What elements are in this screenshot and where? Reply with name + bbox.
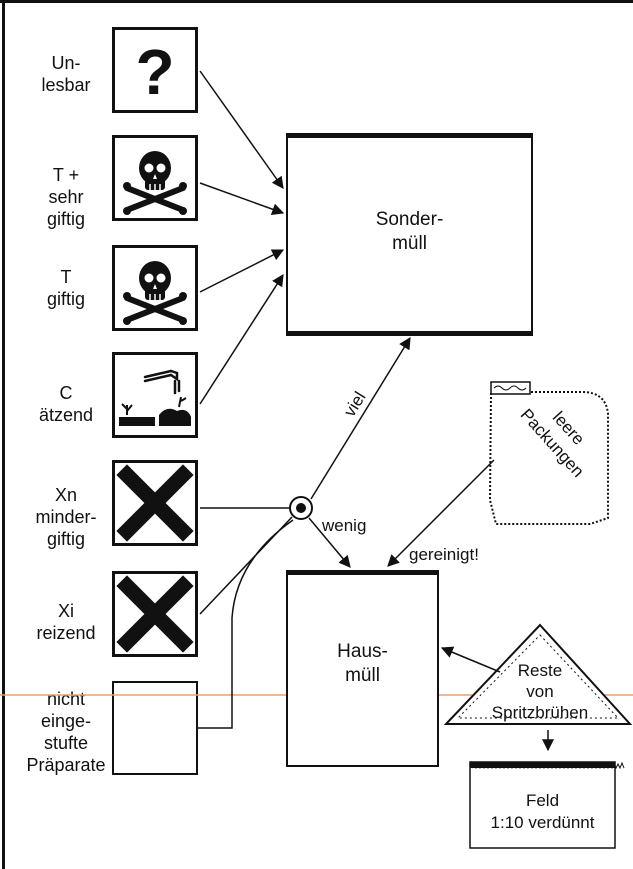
label-xn-code: Xn (54, 485, 78, 505)
label-t-code: T (60, 267, 72, 287)
label-unlesbar: Un- lesbar (14, 52, 118, 96)
label-c-text: ätzend (38, 405, 94, 425)
hausmuell-box (286, 570, 439, 767)
st-andrews-cross-icon (112, 460, 198, 546)
feld-box (469, 761, 616, 849)
label-t: T giftig (14, 266, 118, 310)
label-c: C ätzend (14, 382, 118, 426)
question-mark-icon: ? (112, 27, 198, 113)
top-border (0, 0, 633, 3)
gereinigt-label-text: gereinigt! (409, 545, 479, 564)
wenig-label-text: wenig (322, 516, 367, 535)
hausmuell-label-text: Haus- müll (337, 641, 388, 686)
label-xi: Xi reizend (14, 600, 118, 644)
sondermuell-label: Sonder- müll (287, 208, 532, 256)
sondermuell-label-text: Sonder- müll (375, 209, 444, 254)
label-nicht-eingestuft-text: nicht einge- stufte Präparate (26, 689, 106, 775)
st-andrews-cross-icon (112, 571, 198, 657)
label-xn-text: minder- giftig (35, 507, 97, 549)
label-t-plus-code: T + (52, 165, 80, 185)
spritzbruehe-label: Reste von Spritzbrühen (477, 660, 603, 723)
wenig-label: wenig (322, 516, 366, 536)
sondermuell-box (286, 133, 533, 336)
corrosion-icon (112, 352, 198, 438)
skull-crossbones-icon (112, 135, 198, 221)
label-c-code: C (59, 383, 73, 403)
label-nicht-eingestuft: nicht einge- stufte Präparate (14, 688, 118, 776)
spritzbruehe-triangle (443, 623, 633, 725)
svg-text:?: ? (135, 36, 174, 108)
label-unlesbar-text: Un- lesbar (41, 53, 91, 95)
label-t-text: giftig (46, 289, 86, 309)
empty-box (112, 681, 198, 775)
label-xn: Xn minder- giftig (14, 484, 118, 550)
label-xi-code: Xi (57, 601, 74, 621)
gereinigt-label: gereinigt! (409, 545, 479, 565)
spritzbruehe-label-text: Reste von Spritzbrühen (491, 661, 589, 722)
left-border (2, 0, 5, 869)
hausmuell-label: Haus- müll (287, 640, 438, 688)
feld-label: Feld 1:10 verdünnt (470, 790, 615, 834)
label-xi-text: reizend (36, 623, 96, 643)
feld-label-text: Feld 1:10 verdünnt (490, 791, 595, 832)
skull-crossbones-icon (112, 245, 198, 331)
label-t-plus: T + sehr giftig (14, 164, 118, 230)
label-t-plus-text: sehr giftig (46, 187, 86, 229)
leere-packungen-shape (488, 391, 609, 525)
